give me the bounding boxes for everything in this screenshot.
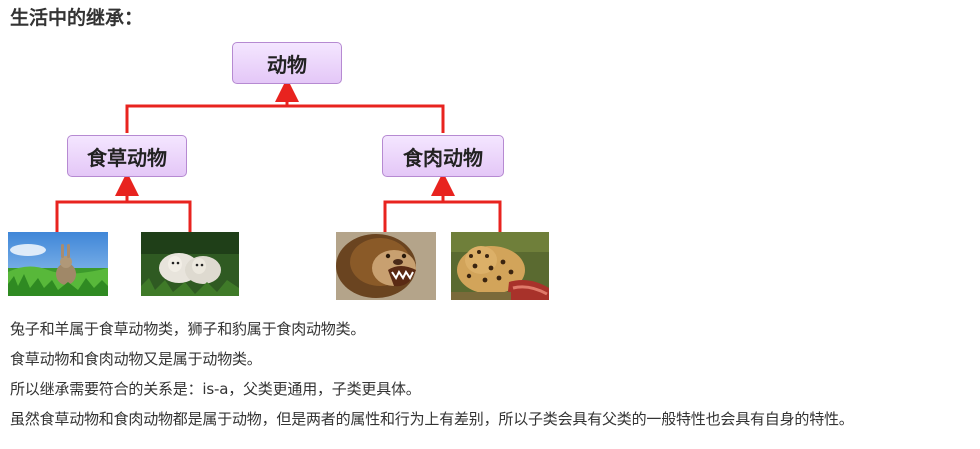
connector-left	[55, 200, 192, 232]
description-line: 食草动物和食肉动物又是属于动物类。	[10, 350, 262, 368]
connector-right	[383, 200, 502, 232]
lion-photo	[336, 232, 436, 300]
description: 兔子和羊属于食草动物类，狮子和豹属于食肉动物类。 食草动物和食肉动物又是属于动物…	[10, 314, 975, 434]
leopard-photo	[451, 232, 549, 300]
description-line: 兔子和羊属于食草动物类，狮子和豹属于食肉动物类。	[10, 320, 366, 338]
connector-lines	[55, 78, 502, 232]
description-line: 所以继承需要符合的关系是：is-a，父类更通用，子类更具体。	[10, 380, 421, 398]
node-herbivore: 食草动物	[67, 135, 187, 177]
description-line: 虽然食草动物和食肉动物都是属于动物，但是两者的属性和行为上有差别，所以子类会具有…	[10, 410, 854, 428]
inheritance-diagram: 动物 食草动物 食肉动物	[8, 42, 549, 300]
node-carnivore: 食肉动物	[382, 135, 504, 177]
rabbit-photo	[8, 232, 108, 296]
connector-root	[125, 104, 445, 133]
section-heading: 生活中的继承：	[10, 7, 144, 29]
sheep-photo	[141, 232, 239, 296]
node-animal: 动物	[232, 42, 342, 84]
